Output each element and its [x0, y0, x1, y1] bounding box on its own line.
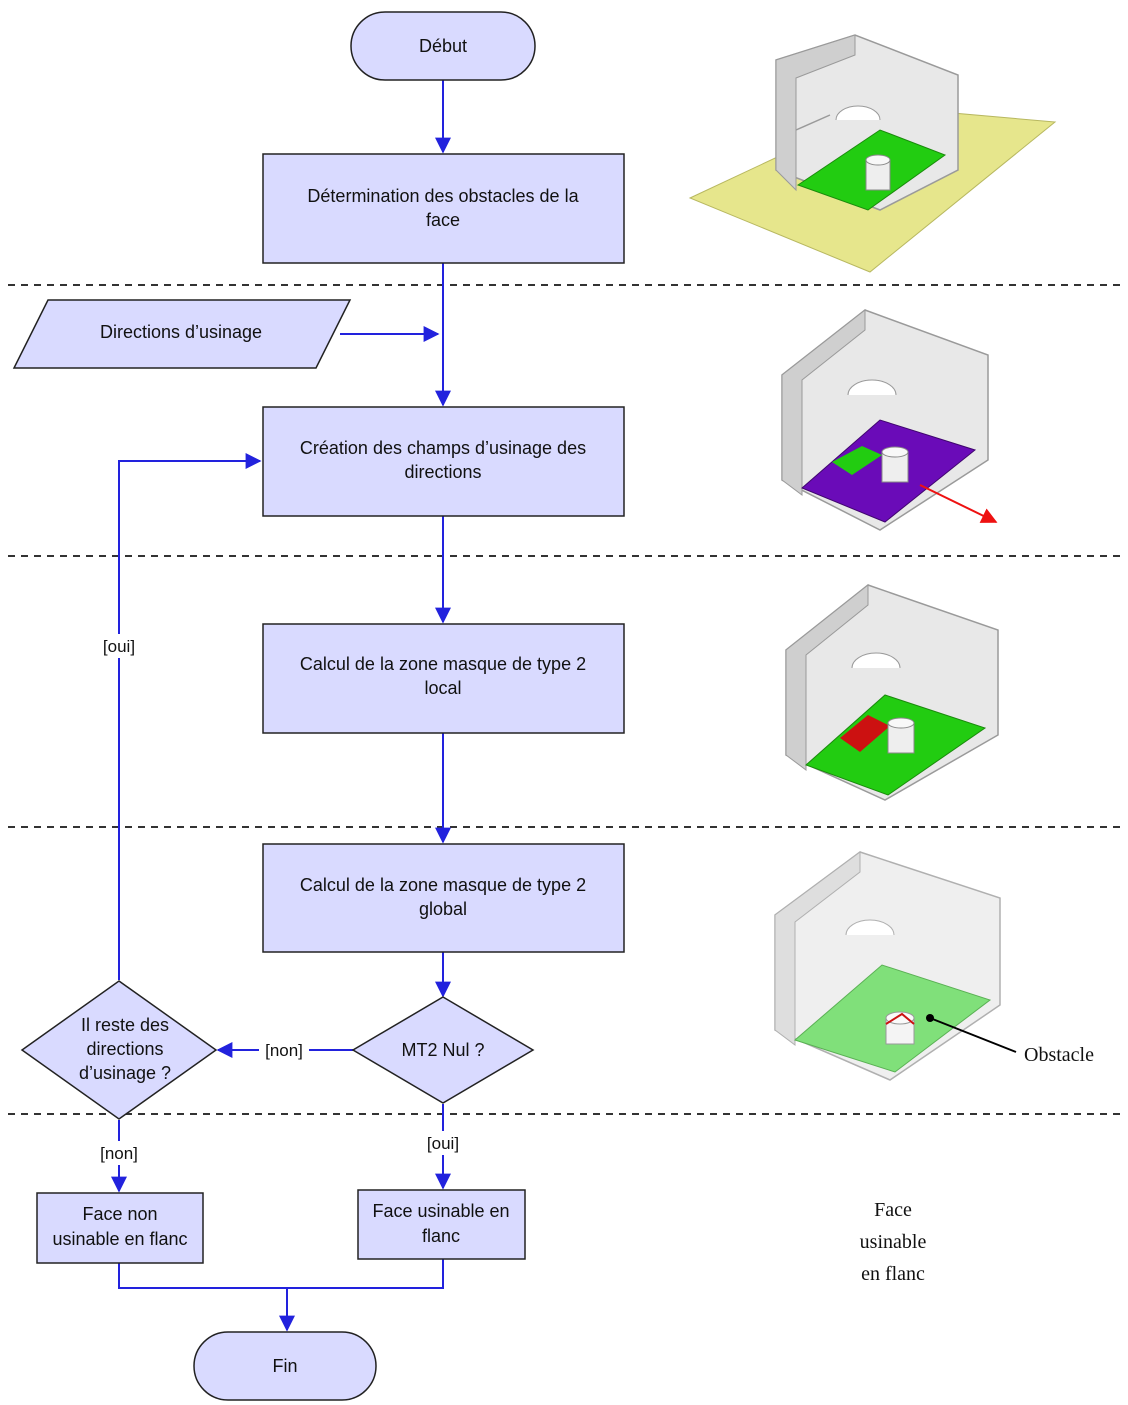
node-calcul-local-line1: Calcul de la zone masque de type 2 — [300, 654, 586, 674]
final-caption-line2: usinable — [860, 1231, 927, 1253]
edge-label-non-mt2: [non] — [265, 1041, 303, 1060]
node-creation-line1: Création des champs d’usinage des — [300, 438, 586, 458]
node-debut-label: Début — [419, 36, 467, 56]
node-calcul-global[interactable]: Calcul de la zone masque de type 2 globa… — [262, 843, 625, 953]
node-reste-decision-line3: d’usinage ? — [79, 1063, 171, 1083]
node-calcul-global-line1: Calcul de la zone masque de type 2 — [300, 875, 586, 895]
edge-label-oui-mt2: [oui] — [427, 1134, 459, 1153]
final-caption-line1: Face — [874, 1199, 912, 1221]
edge-labels: [oui] [non] [non] [oui] — [92, 634, 470, 1165]
node-creation-line2: directions — [404, 462, 481, 482]
node-mt2-decision[interactable]: MT2 Nul ? — [351, 996, 535, 1104]
illustration-local-mask — [785, 583, 999, 801]
node-directions-input[interactable]: Directions d’usinage — [12, 299, 352, 369]
node-reste-decision-line2: directions — [86, 1039, 163, 1059]
node-face-usinable-line2: flanc — [422, 1226, 460, 1246]
node-calcul-local[interactable]: Calcul de la zone masque de type 2 local — [262, 623, 625, 734]
node-debut[interactable]: Début — [350, 11, 536, 81]
node-determination[interactable]: Détermination des obstacles de la face — [262, 153, 625, 264]
final-caption: Face usinable en flanc — [860, 1199, 927, 1285]
node-face-non-usinable[interactable]: Face non usinable en flanc — [36, 1192, 204, 1264]
node-fin[interactable]: Fin — [193, 1331, 377, 1401]
node-face-non-line1: Face non — [82, 1204, 157, 1224]
edge-label-non-reste: [non] — [100, 1144, 138, 1163]
node-calcul-local-line2: local — [424, 678, 461, 698]
node-calcul-global-line2: global — [419, 899, 467, 919]
node-face-usinable[interactable]: Face usinable en flanc — [357, 1189, 526, 1260]
node-directions-input-label: Directions d’usinage — [100, 322, 262, 342]
node-reste-decision[interactable]: Il reste des directions d’usinage ? — [20, 980, 218, 1120]
flow-nodes: Début Détermination des obstacles de la … — [12, 11, 625, 1401]
node-face-non-line2: usinable en flanc — [52, 1229, 187, 1249]
node-mt2-decision-label: MT2 Nul ? — [401, 1040, 484, 1060]
obstacle-label: Obstacle — [1024, 1044, 1094, 1066]
node-face-usinable-line1: Face usinable en — [372, 1201, 509, 1221]
illustration-direction-field — [781, 308, 998, 531]
obstacle-leader-line — [929, 1017, 1017, 1053]
node-creation[interactable]: Création des champs d’usinage des direct… — [262, 406, 625, 517]
stage-separators — [8, 284, 1124, 1115]
edge-label-oui-loop: [oui] — [103, 637, 135, 656]
node-determination-line2: face — [426, 210, 460, 230]
node-determination-line1: Détermination des obstacles de la — [307, 186, 579, 206]
node-reste-decision-line1: Il reste des — [81, 1015, 169, 1035]
edge-reste-creation-loop — [118, 453, 262, 980]
edge-merge-lines — [118, 1259, 444, 1289]
final-caption-line3: en flanc — [861, 1263, 925, 1285]
illustration-global-mask: Obstacle — [774, 851, 1094, 1081]
node-fin-label: Fin — [272, 1356, 297, 1376]
illustration-obstacles-plane — [688, 34, 1057, 273]
